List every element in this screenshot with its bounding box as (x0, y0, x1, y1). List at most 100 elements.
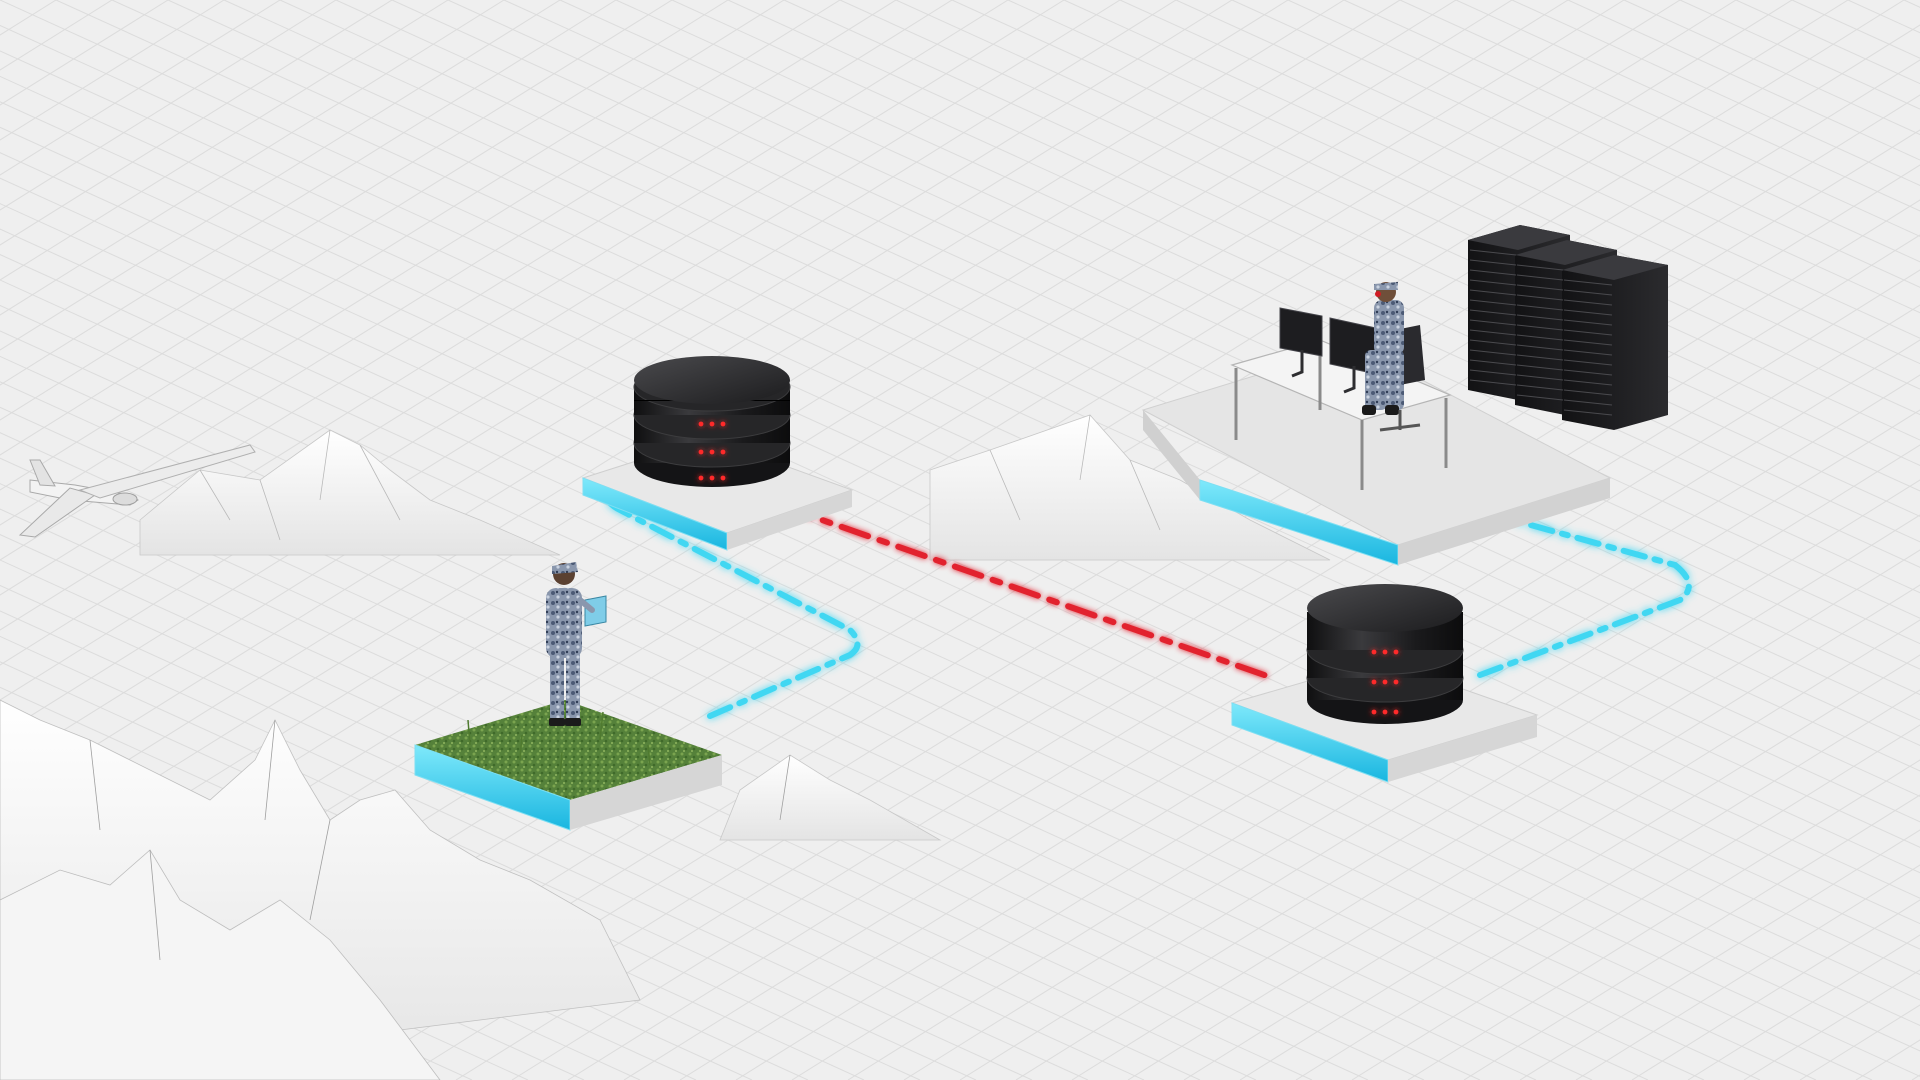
grid-line (1575, 864, 1920, 1080)
grid-line (111, 0, 1920, 823)
grid-line (0, 584, 1089, 1080)
rack-slot (1469, 319, 1517, 326)
rack-slot (1516, 354, 1564, 361)
grid-line (0, 533, 1201, 1080)
grid-line (1183, 619, 1920, 1080)
grid-line (0, 0, 449, 281)
rack-slot (1516, 284, 1564, 291)
command-center (1141, 225, 1668, 566)
rack-slot (1516, 304, 1564, 311)
rack-slot (1563, 369, 1613, 376)
rack-slot (1516, 264, 1564, 271)
rack-slot (1469, 379, 1517, 386)
monitor-icon (1279, 307, 1377, 394)
grid-line (727, 0, 1920, 543)
grid-line (615, 0, 1920, 594)
database-icon (633, 356, 791, 487)
tablet-icon (584, 595, 607, 627)
grid-line (0, 279, 1761, 1080)
grid-line (1463, 794, 1920, 1080)
rack-slot (1563, 339, 1613, 346)
grid-line (0, 0, 561, 351)
grid-line (783, 0, 1920, 517)
grid-line (1455, 0, 1920, 212)
rack-slot (1563, 329, 1613, 336)
rack-slot (1469, 339, 1517, 346)
grid-line (1063, 0, 1920, 390)
rack-slot (1563, 359, 1613, 366)
rack-slot (1469, 359, 1517, 366)
grid-line (1399, 0, 1920, 237)
rack-slot (1469, 329, 1517, 336)
grid-line (0, 508, 1257, 1080)
grass-tufts (467, 711, 651, 781)
rack-slot (1516, 394, 1564, 401)
grid-line (0, 0, 393, 246)
grid-line (1351, 724, 1920, 1080)
rack-slot (1563, 389, 1613, 396)
grid-line (0, 0, 337, 211)
grid-line (0, 0, 841, 526)
grid-line (0, 635, 977, 1080)
grid-line (959, 479, 1920, 1080)
grid-line (0, 559, 1145, 1080)
grid-line (0, 0, 505, 316)
grid-line (447, 0, 1920, 670)
grid-line (0, 0, 1401, 876)
operator-icon (1362, 282, 1425, 432)
database-icon (1306, 584, 1464, 724)
grid-line (1287, 0, 1920, 288)
grid-line (1407, 759, 1920, 1080)
grid-line (1239, 654, 1920, 1080)
grid-line (0, 253, 1817, 1080)
grid-line (1519, 829, 1920, 1080)
rack-slot (1516, 294, 1564, 301)
grid-line (0, 0, 785, 491)
grid-line (335, 0, 1920, 721)
compromised-link (782, 504, 1273, 680)
grid-line (1007, 0, 1920, 416)
grid-line (1015, 514, 1920, 1080)
rack-slot (1516, 274, 1564, 281)
grid-line (0, 0, 617, 386)
rack-slot (1563, 309, 1613, 316)
grid-line (679, 304, 1920, 1080)
rack-slot (1469, 259, 1517, 266)
rack-slot (1563, 349, 1613, 356)
rack-slot (1563, 279, 1613, 286)
soldier-icon (546, 562, 607, 726)
grid-line (1127, 584, 1920, 1080)
rack-slot (1516, 314, 1564, 321)
grid-line (1511, 0, 1920, 187)
database-node-left (581, 356, 854, 551)
grid-line (1175, 0, 1920, 339)
rack-slot (1516, 334, 1564, 341)
rack-slot (1516, 384, 1564, 391)
rack-slot (1563, 379, 1613, 386)
grid-line (903, 444, 1920, 1080)
terrain-mountains-front (0, 699, 942, 1080)
rack-slot (1469, 269, 1517, 276)
rack-slot (1516, 364, 1564, 371)
rack-slot (1469, 309, 1517, 316)
grid-line (1343, 0, 1920, 263)
field-soldier-base (414, 562, 722, 831)
rack-slot (1516, 324, 1564, 331)
status-led-group (698, 421, 726, 481)
grid-line (671, 0, 1920, 568)
status-led-group (1371, 649, 1399, 715)
grid-line (0, 0, 673, 421)
secure-link-right (1477, 519, 1692, 678)
server-rack-icon (1468, 225, 1668, 430)
grid-line (1295, 689, 1920, 1080)
rack-slot (1469, 249, 1517, 256)
grid-line (951, 0, 1920, 441)
grid-line (847, 409, 1920, 1080)
grid-line (895, 0, 1920, 467)
rack-slot (1516, 374, 1564, 381)
grid-line (0, 483, 1313, 1080)
